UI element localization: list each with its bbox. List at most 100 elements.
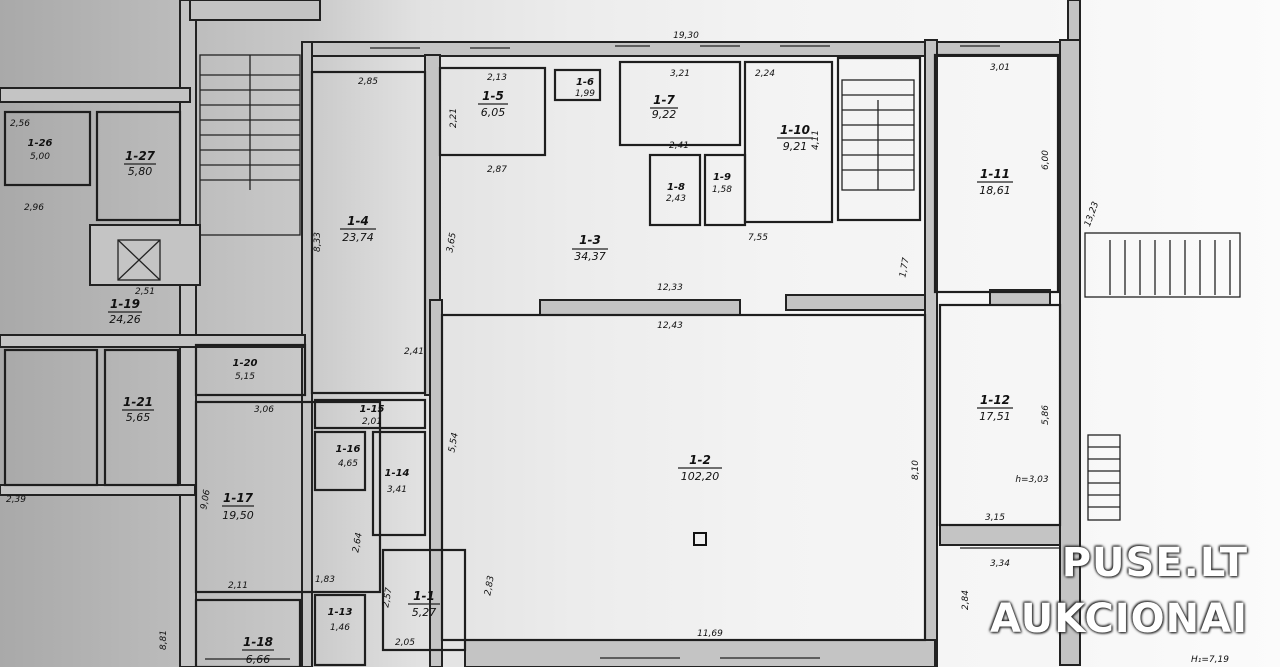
room-outline [648,153,702,227]
room-area: 23,74 [342,231,374,244]
wall [939,524,1061,546]
dimension-label: 2,05 [395,638,415,648]
room-area: 18,61 [979,184,1011,197]
room-outline [371,430,427,537]
room-label: 1-91,58 [712,172,732,195]
room-label: 1-82,43 [666,182,686,204]
dimension-label: 3,65 [445,232,458,254]
room-area: 102,20 [681,470,720,483]
room-id: 1-4 [347,214,369,228]
dimension-label: 3,21 [670,69,690,79]
room-label: 1-2 102,20 [678,453,722,483]
plan-line [205,45,1060,660]
room-outline [3,348,99,487]
room-id: 1-3 [579,233,601,247]
room-label: 1-27 5,80 [124,149,156,178]
dimension-label: 2,21 [449,108,459,128]
room-area: 5,65 [126,411,151,424]
room-id: 1-13 [327,607,352,618]
dimension-label: 2,24 [755,69,775,79]
wall [785,294,927,311]
room-label: 1-11 18,61 [977,167,1013,197]
room-label: 1-205,15 [232,358,257,382]
room-outline [95,110,182,222]
room-id: 1-9 [713,172,731,183]
room-label: 1-13 1,46 [327,607,352,633]
wall [0,87,191,103]
room-area: 1,46 [330,623,350,633]
room-label: 1-164,65 [335,444,360,469]
dimension-label: 2,56 [10,119,30,129]
wall [0,484,196,496]
stairs [117,54,1241,521]
room-label: 1-79,22 [650,93,678,121]
room-area: 34,37 [574,250,606,263]
dimension-label: 8,81 [159,630,169,650]
dimension-label: 11,69 [697,629,723,639]
room-id: 1-27 [125,149,156,163]
room-id: 1-26 [27,138,52,149]
dimension-label: 2,13 [487,73,507,83]
wall [464,639,936,667]
room-area: 5,27 [412,606,437,619]
room-id: 1-5 [482,89,504,103]
room-area: 5,80 [128,165,153,178]
room-id: 1-2 [689,453,711,467]
room-id: 1-1 [413,589,435,603]
dimension-label: 1,77 [898,257,911,279]
room-id: 1-11 [980,167,1010,181]
plan-line [693,532,707,546]
dimension-label: 2,96 [24,203,44,213]
dimension-label: h=3,03 [1015,475,1049,485]
wall [301,41,313,667]
room-outline [194,343,307,397]
room-label: 1-186,66 [242,635,274,666]
dimension-label: 2,57 [381,587,394,609]
room-label: 1-215,65 [122,395,154,424]
room-area: 3,41 [387,485,407,495]
room-outline [313,398,427,430]
room-area: 9,21 [783,140,808,153]
room-outline [743,60,834,224]
room-area: 2,01 [362,417,382,427]
watermark-line2: AUKCIONAI [990,596,1248,642]
room-outline [618,60,742,147]
room-outline [103,348,180,487]
wall [539,299,741,316]
room-outline [440,313,927,642]
dimension-label: 2,39 [6,495,26,505]
dimension-label: 19,30 [673,31,699,41]
room-area: 9,22 [652,108,677,121]
room-outline [836,56,922,222]
dimension-label: 2,41 [404,347,424,357]
room-outline [438,66,547,157]
room-label: 1-4 23,74 [340,214,376,244]
dimension-label: 3,06 [254,405,274,415]
dimension-label: 2,87 [487,165,507,175]
dimension-label: 3,34 [990,559,1010,569]
room-outline [938,303,1062,527]
dimension-label: H₁=7,19 [1191,655,1229,665]
dimension-label: 2,51 [135,287,155,297]
walls [0,0,1081,667]
dimension-label: 6,00 [1041,150,1051,170]
plan-line [1088,446,1120,508]
room-id: 1-18 [243,635,273,649]
dimension-label: 5,86 [1041,405,1051,425]
rooms [3,53,1062,667]
dimension-label: 2,41 [669,141,689,151]
room-label: 1-143,41 [384,468,409,495]
dimension-label: 12,43 [657,321,683,331]
room-label: 1-109,21 [777,123,813,153]
dimension-label: 4,11 [811,130,821,150]
room-label: 1-61,99 [575,77,595,99]
room-outline [703,153,747,227]
room-area: 1,99 [575,89,595,99]
windows [205,45,1060,660]
room-area: 2,43 [666,194,686,204]
